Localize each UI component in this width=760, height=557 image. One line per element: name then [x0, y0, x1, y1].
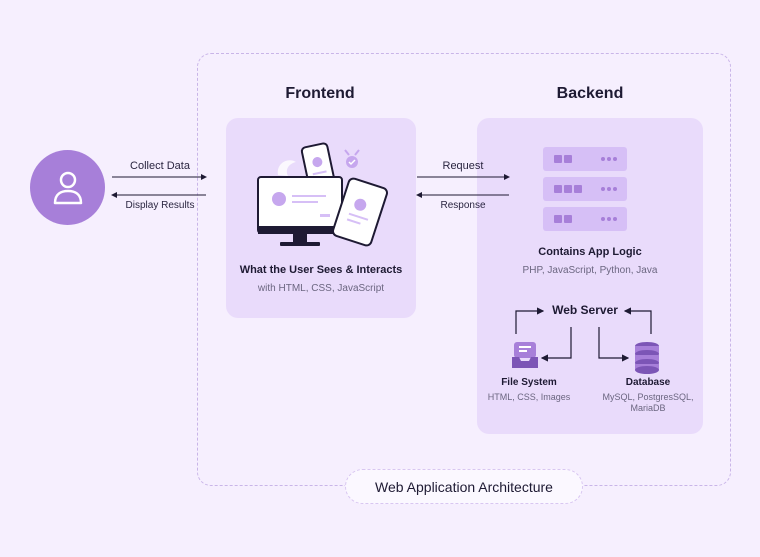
collect-data-label: Collect Data	[130, 160, 190, 172]
frontend-caption-title: What the User Sees & Interacts	[239, 264, 403, 276]
server-icon	[543, 207, 627, 231]
request-label: Request	[442, 160, 484, 172]
file-system-title: File System	[501, 377, 557, 388]
database-title: Database	[625, 377, 671, 388]
server-icon	[543, 177, 627, 201]
web-server-label: Web Server	[552, 303, 618, 317]
diagram-title-pill: Web Application Architecture	[345, 469, 583, 504]
frontend-caption-sub: with HTML, CSS, JavaScript	[257, 283, 385, 294]
database-sub-line2: MariaDB	[630, 403, 666, 413]
diagram-title: Web Application Architecture	[375, 478, 553, 495]
response-label: Response	[440, 200, 486, 211]
backend-title: Backend	[556, 85, 624, 102]
display-results-label: Display Results	[125, 200, 195, 211]
backend-caption-sub: PHP, JavaScript, Python, Java	[522, 265, 658, 276]
server-icon	[543, 147, 627, 171]
user-avatar	[30, 150, 105, 225]
user-icon	[53, 171, 82, 204]
file-system-sub: HTML, CSS, Images	[487, 392, 571, 402]
database-sub-line1: MySQL, PostgresSQL,	[602, 392, 694, 402]
backend-caption-title: Contains App Logic	[538, 246, 642, 258]
frontend-title: Frontend	[285, 85, 355, 102]
